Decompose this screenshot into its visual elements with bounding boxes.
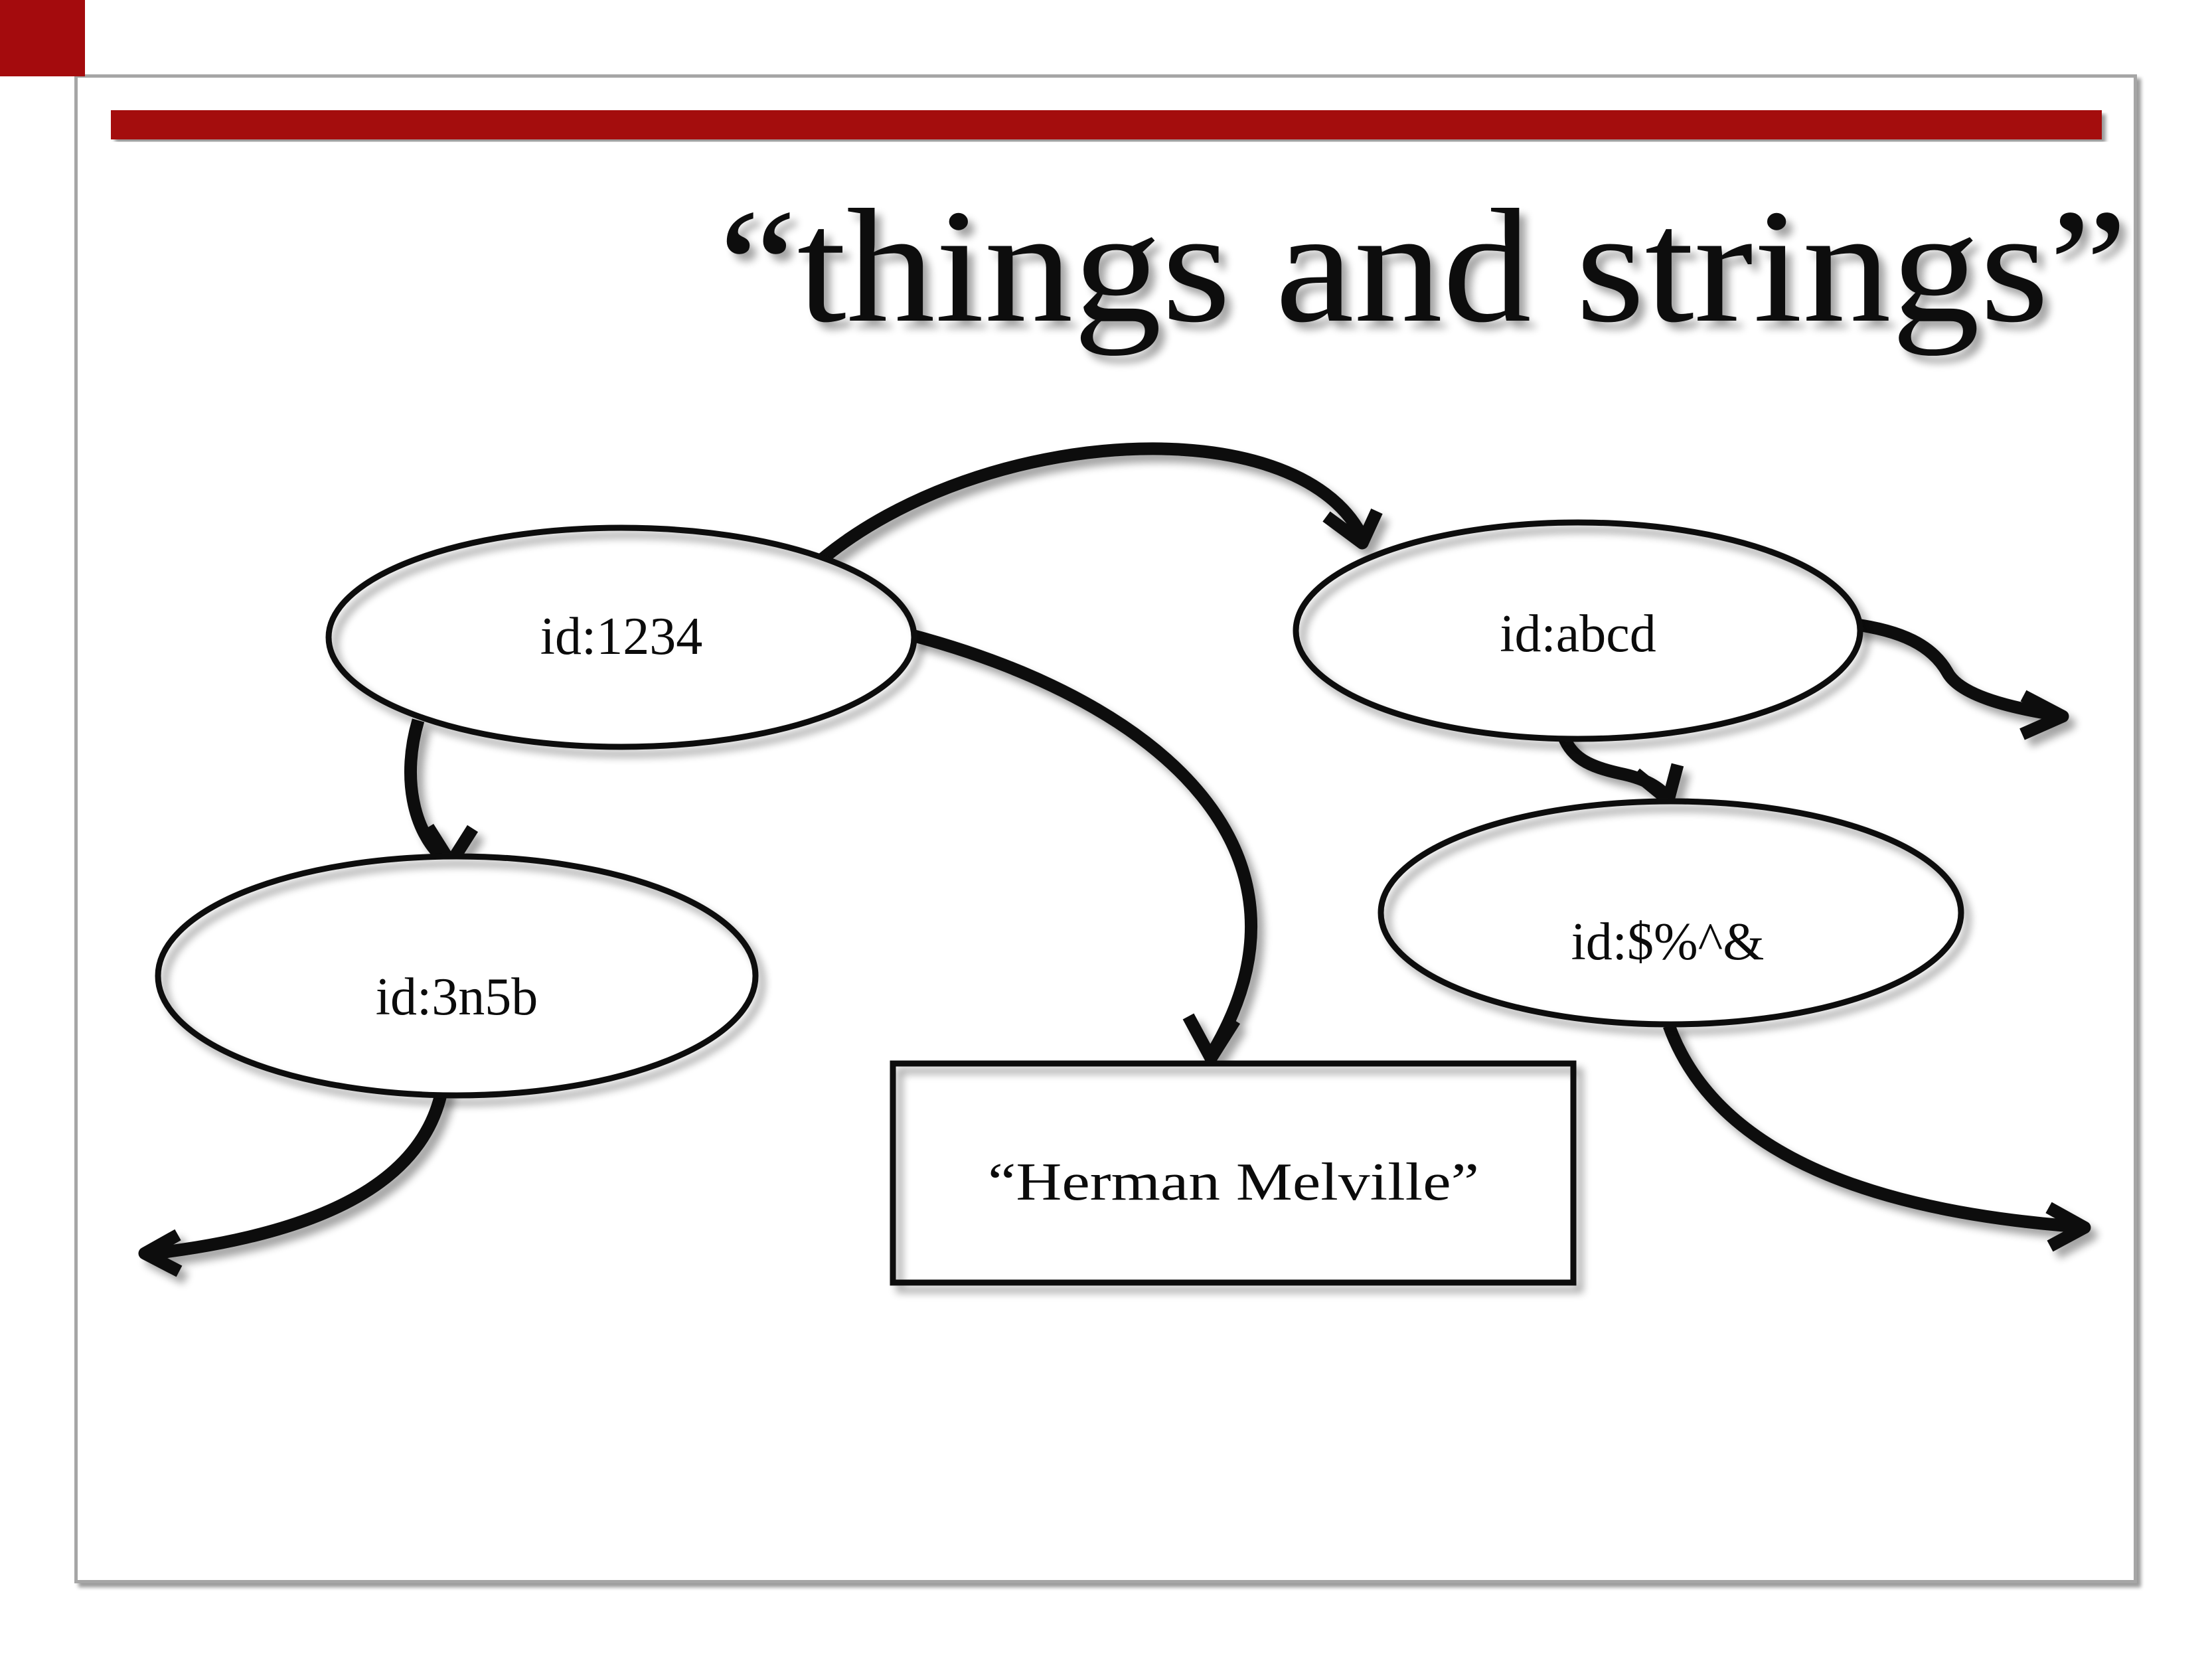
accent-bar	[111, 110, 2102, 139]
slide-title: “things and strings”	[718, 176, 2128, 356]
entity-node-abcd: id:abcd	[1293, 519, 1863, 742]
string-literal-box: “Herman Melville”	[890, 1060, 1577, 1286]
entity-node-1234: id:1234	[325, 524, 917, 750]
entity-node-special: id:$%^&	[1378, 798, 1964, 1028]
edge-1234-literal	[910, 629, 1257, 1054]
entity-node-abcd-label: id:abcd	[1500, 605, 1656, 663]
edge-special-external	[1663, 1023, 2081, 1233]
edge-abcd-external-arrowhead-icon	[2019, 690, 2069, 740]
edge-special-external-arrowhead-icon	[2045, 1202, 2091, 1252]
edge-1234-literal-arrowhead-icon	[1182, 1013, 1241, 1065]
entity-node-1234-label: id:1234	[540, 607, 702, 666]
edge-3n5b-external-arrowhead-icon	[138, 1229, 183, 1277]
edge-3n5b-external	[153, 1079, 450, 1260]
string-literal-label: “Herman Melville”	[988, 1153, 1479, 1212]
edge-1234-3n5b	[404, 718, 448, 864]
entity-node-3n5b-label: id:3n5b	[376, 968, 538, 1026]
entity-node-special-label: id:$%^&	[1571, 913, 1765, 971]
edge-1234-abcd-arrowhead-icon	[1322, 509, 1383, 550]
edge-1234-abcd	[815, 442, 1367, 566]
corner-accent	[0, 0, 85, 76]
entity-node-3n5b: id:3n5b	[155, 853, 759, 1099]
edge-abcd-external	[1851, 617, 2054, 721]
